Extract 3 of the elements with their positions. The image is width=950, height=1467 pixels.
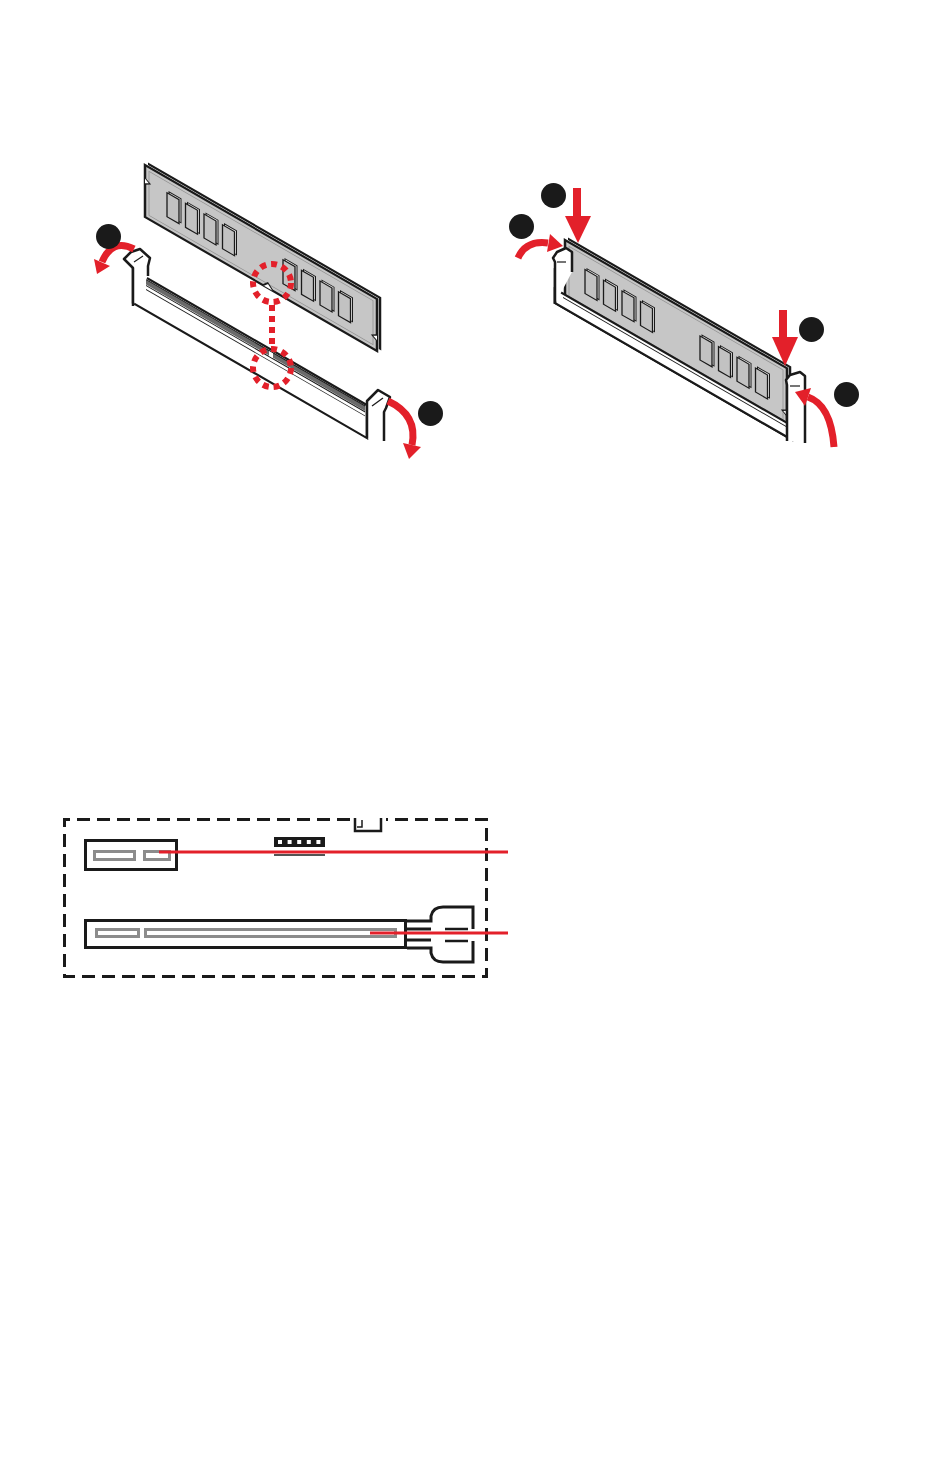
expansion-slot <box>84 839 178 871</box>
expansion-slot <box>84 919 407 949</box>
leader-line <box>159 850 508 854</box>
